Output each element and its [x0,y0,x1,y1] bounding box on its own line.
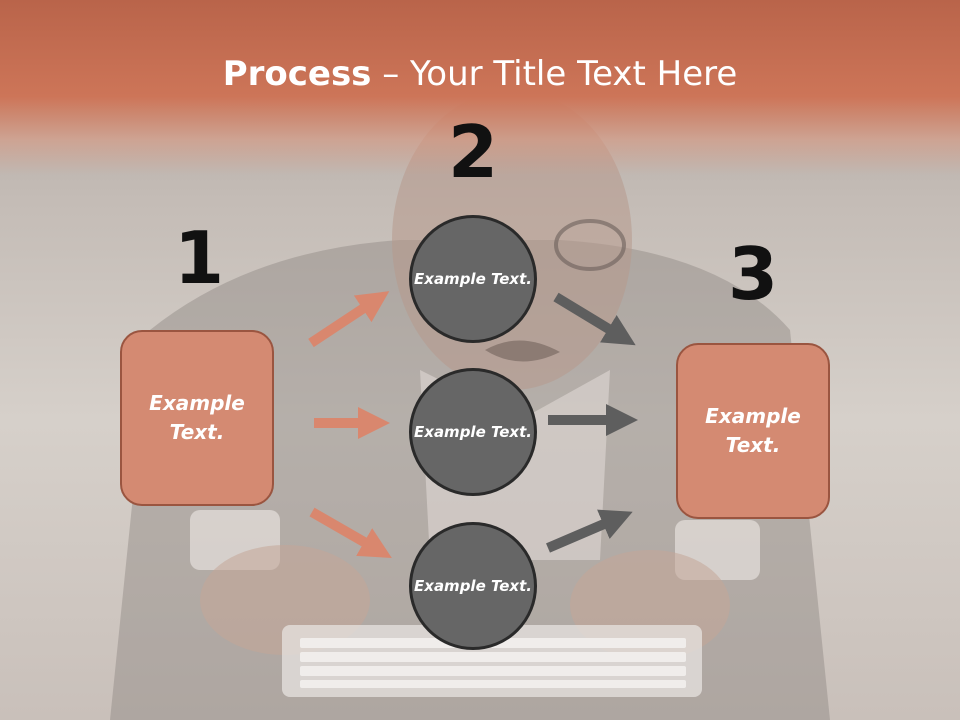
photo-glasses-right [554,219,626,271]
photo-keyboard-keys [300,638,686,688]
left-text-box[interactable]: Example Text. [120,330,274,506]
left-box-text: Example Text. [149,391,245,444]
circle-bottom-text: Example Text. [414,576,532,595]
right-box-text: Example Text. [705,404,801,457]
arrow-left-down [309,507,392,558]
step-number-2: 2 [447,110,499,194]
step-number-1: 1 [173,216,225,300]
arrow-right-down [553,292,636,346]
arrow-right-up [546,509,633,553]
circle-middle[interactable]: Example Text. [409,368,537,496]
title-rest: – Your Title Text Here [371,54,738,94]
right-text-box[interactable]: Example Text. [676,343,830,519]
page-title: Process – Your Title Text Here [0,52,960,96]
step-number-3: 3 [727,232,779,316]
title-banner [0,0,960,175]
circle-middle-text: Example Text. [414,422,532,441]
circle-top-text: Example Text. [414,269,532,288]
title-bold: Process [222,54,372,94]
arrow-left-up [308,291,390,348]
circle-bottom[interactable]: Example Text. [409,522,537,650]
circle-top[interactable]: Example Text. [409,215,537,343]
photo-mustache [485,340,560,362]
